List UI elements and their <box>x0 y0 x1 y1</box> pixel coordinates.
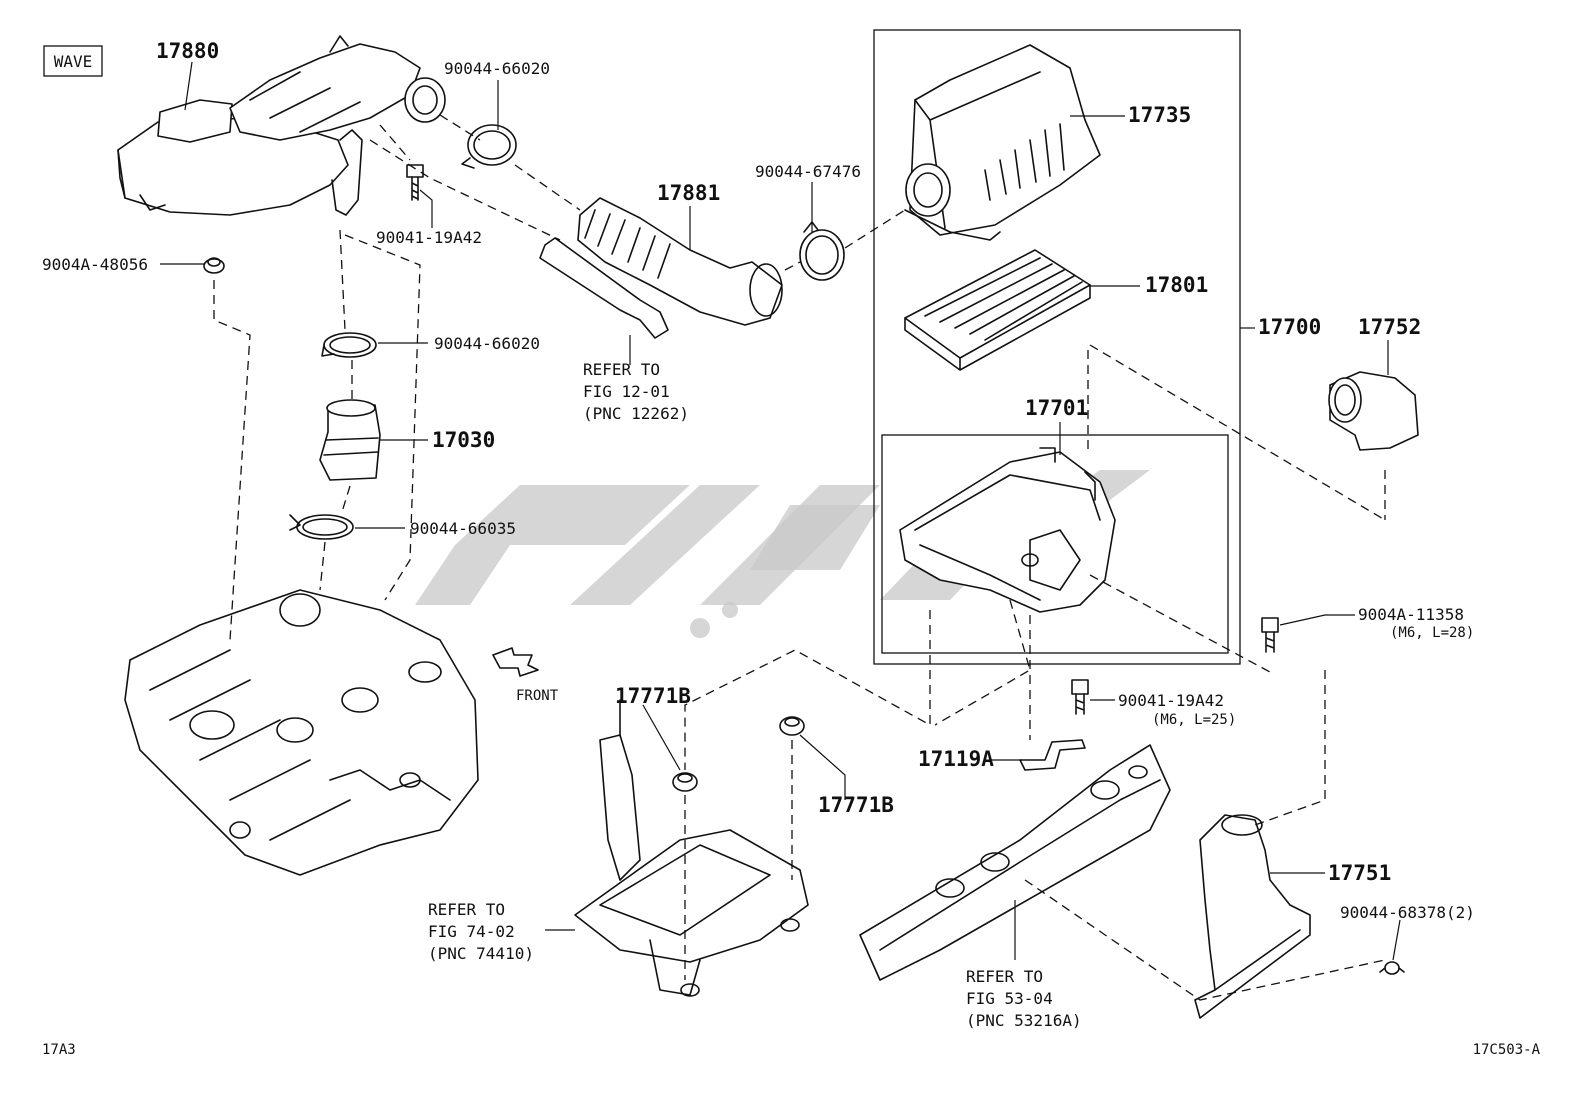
ref1-line3: (PNC 12262) <box>583 404 689 423</box>
label-9004A-48056: 9004A-48056 <box>42 255 148 274</box>
label-90041-19A42-lower: 90041-19A42 <box>1118 691 1224 710</box>
assembly-box-17701 <box>881 434 1229 654</box>
air-cleaner-case-17701 <box>899 447 1116 613</box>
bolt-90041-19A42-upper <box>406 164 424 201</box>
label-17752: 17752 <box>1358 315 1421 339</box>
grommet-9004A-48056 <box>203 257 225 274</box>
hose-clamp-90044-66020-lower <box>321 332 377 358</box>
footer-right-code: 17C503-A <box>1473 1042 1541 1058</box>
label-90044-66035: 90044-66035 <box>410 519 516 538</box>
label-90044-66020-top: 90044-66020 <box>444 59 550 78</box>
intake-hose-17030 <box>319 399 381 481</box>
label-17119A: 17119A <box>918 747 994 771</box>
label-17751: 17751 <box>1328 861 1391 885</box>
label-90041-19A42-lower-spec: (M6, L=25) <box>1152 712 1236 728</box>
bracket-17119A <box>1019 739 1086 771</box>
label-9004A-11358-spec: (M6, L=28) <box>1390 625 1474 641</box>
ref2-line2: FIG 74-02 <box>428 922 515 941</box>
label-90044-67476: 90044-67476 <box>755 162 861 181</box>
footer-left-code: 17A3 <box>42 1042 76 1058</box>
label-90044-66020-lower: 90044-66020 <box>434 334 540 353</box>
label-17771B-right: 17771B <box>818 793 894 817</box>
ref2-line3: (PNC 74410) <box>428 944 534 963</box>
leader-lines <box>160 61 1401 961</box>
label-17771B-left: 17771B <box>615 684 691 708</box>
label-17801: 17801 <box>1145 273 1208 297</box>
radiator-support-member <box>859 744 1171 981</box>
ref3-line2: FIG 53-04 <box>966 989 1053 1008</box>
label-9004A-11358: 9004A-11358 <box>1358 605 1464 624</box>
engine-cylinder-head <box>124 589 479 876</box>
bolt-90041-19A42-lower <box>1071 679 1089 715</box>
assembly-box-17700 <box>873 29 1241 665</box>
hose-clamp-90044-66020-top <box>461 124 517 169</box>
intake-resonator-17880 <box>117 35 446 216</box>
filter-element-17801 <box>904 249 1091 371</box>
label-17701: 17701 <box>1025 396 1088 420</box>
air-duct-17751 <box>1194 814 1311 1019</box>
label-90044-68378: 90044-68378(2) <box>1340 903 1475 922</box>
hose-clamp-90044-67476 <box>799 221 845 281</box>
front-label: FRONT <box>516 688 559 704</box>
wave-badge-frame <box>43 45 103 77</box>
ref1-line1: REFER TO <box>583 360 660 379</box>
wave-badge: WAVE <box>54 52 93 71</box>
assembly-dashed-lines <box>213 114 1386 1001</box>
ref3-line3: (PNC 53216A) <box>966 1011 1082 1030</box>
label-90041-19A42-upper: 90041-19A42 <box>376 228 482 247</box>
ref3-line1: REFER TO <box>966 967 1043 986</box>
hose-clamp-90044-66035 <box>289 514 354 540</box>
intake-hose-17881 <box>539 197 783 339</box>
ref1-line2: FIG 12-01 <box>583 382 670 401</box>
front-arrow-icon <box>492 647 539 677</box>
label-17030: 17030 <box>432 428 495 452</box>
air-cleaner-cap-17735 <box>904 44 1101 241</box>
label-17880: 17880 <box>156 39 219 63</box>
label-17881: 17881 <box>657 181 720 205</box>
grommet-17771B-left <box>672 772 698 792</box>
battery-tray-bracket <box>574 699 809 997</box>
bolt-9004A-11358 <box>1261 617 1279 653</box>
air-inlet-17752 <box>1328 371 1419 451</box>
ref2-line1: REFER TO <box>428 900 505 919</box>
label-17735: 17735 <box>1128 103 1191 127</box>
grommet-17771B-right <box>779 716 805 736</box>
label-17700: 17700 <box>1258 315 1321 339</box>
clip-90044-68378 <box>1379 961 1405 975</box>
